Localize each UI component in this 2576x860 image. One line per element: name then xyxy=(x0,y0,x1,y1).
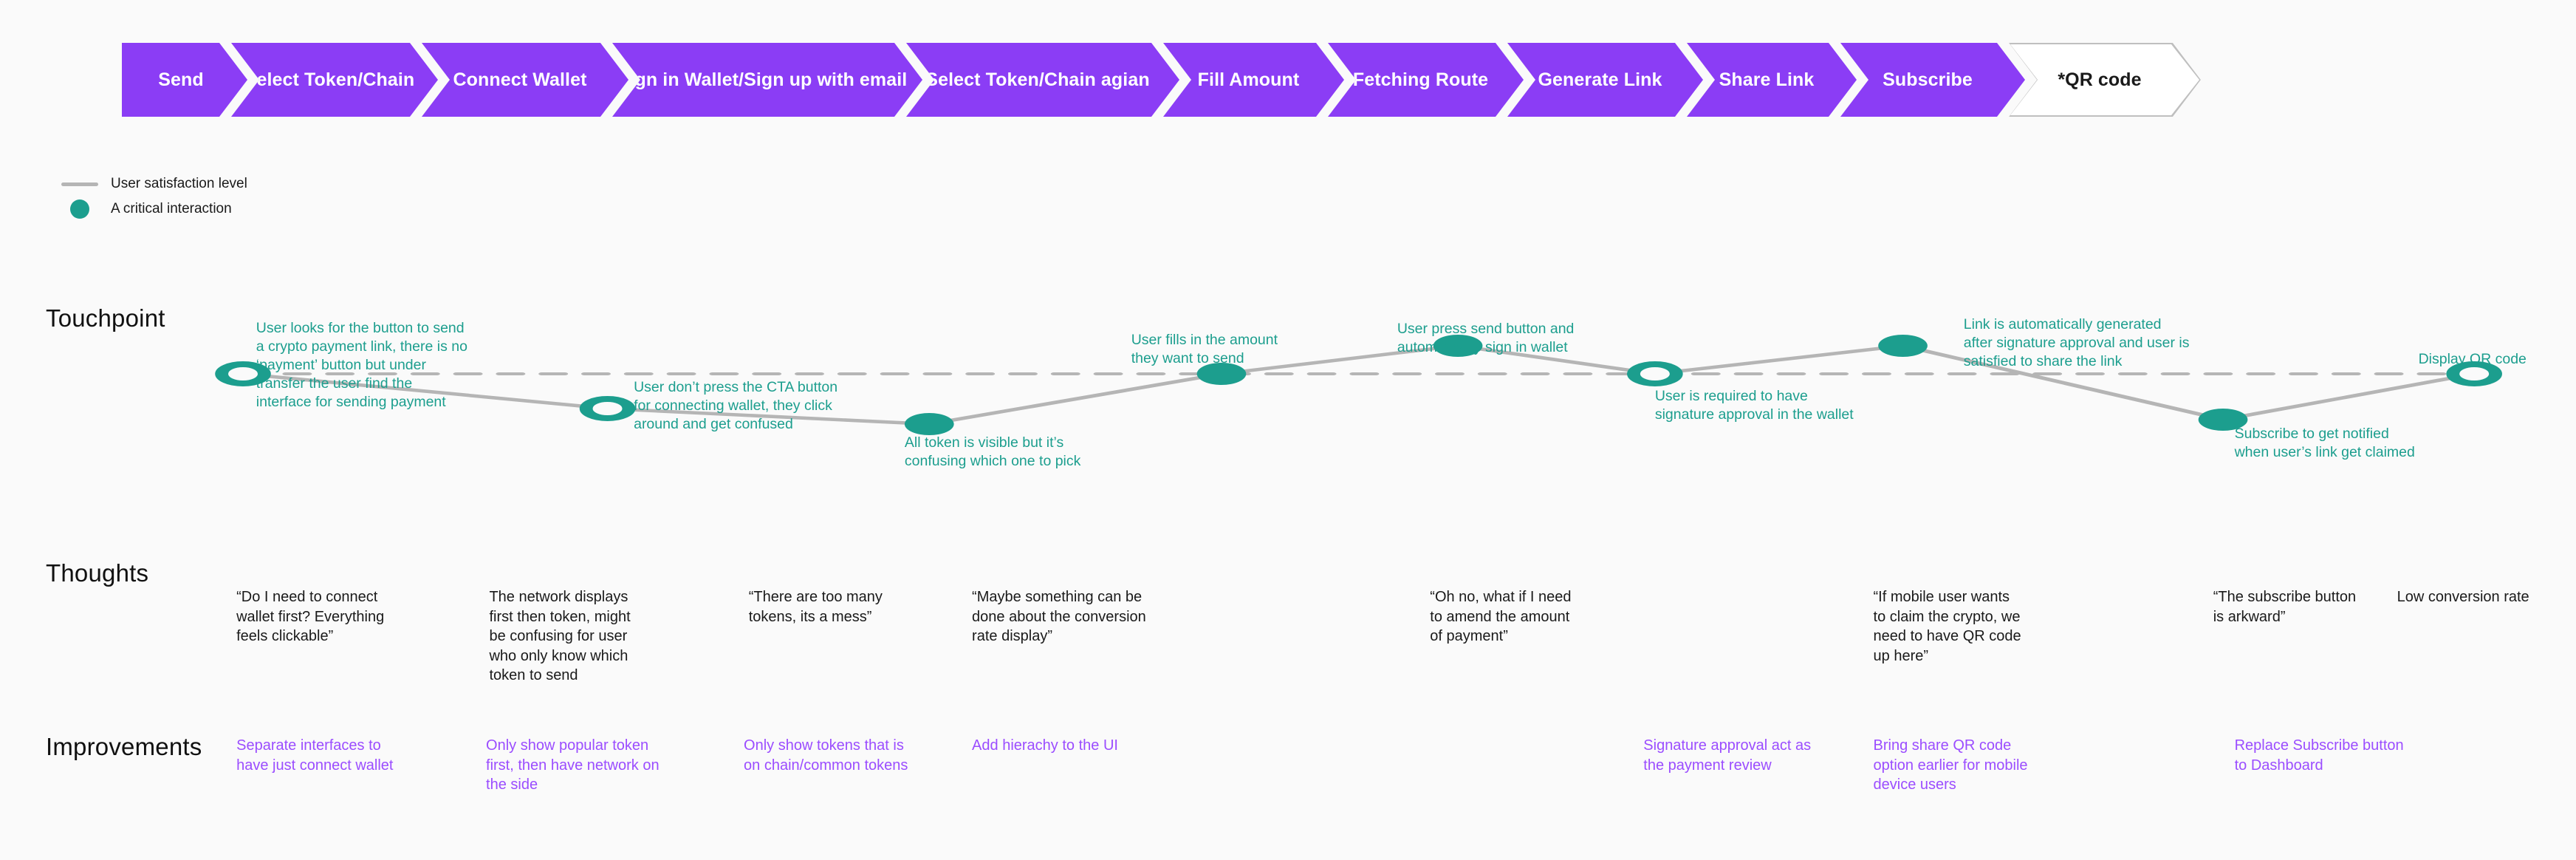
thought-note-5: “Oh no, what if I need to amend the amou… xyxy=(1430,589,1572,645)
stage-label: Connect Wallet xyxy=(453,69,587,90)
stage-chevron-qr-code[interactable]: *QR code xyxy=(2009,43,2201,117)
improvement-note-2: Only show popular token first, then have… xyxy=(486,737,660,794)
stage-label: Select Token/Chain xyxy=(244,69,415,90)
improvement-note-6: Bring share QR code option earlier for m… xyxy=(1873,737,2028,794)
stage-chevron-fetching-route[interactable]: Fetching Route xyxy=(1328,43,1524,117)
row-label-improvements: Improvements xyxy=(46,733,202,760)
stage-label: Send xyxy=(158,69,204,90)
stage-label: Share Link xyxy=(1719,69,1815,90)
satisfaction-node-hollow[interactable] xyxy=(1627,361,1683,386)
legend-item-satisfaction: User satisfaction level xyxy=(59,171,247,197)
legend: User satisfaction level A critical inter… xyxy=(59,171,247,222)
touchpoint-note-7: Link is automatically generated after si… xyxy=(1963,316,2190,369)
stage-chevron-subscribe[interactable]: Subscribe xyxy=(1840,43,2025,117)
stage-chevron-connect-wallet[interactable]: Connect Wallet xyxy=(422,43,628,117)
legend-label-satisfaction: User satisfaction level xyxy=(111,176,247,191)
line-swatch-icon xyxy=(59,182,100,186)
stage-label: Generate Link xyxy=(1538,69,1662,90)
stage-chevron-sign-in-wallet-sign-up-with-email[interactable]: Sign in Wallet/Sign up with email xyxy=(612,43,922,117)
thought-note-7: “The subscribe button is arkward” xyxy=(2213,589,2357,625)
stage-label: Fetching Route xyxy=(1352,69,1489,90)
touchpoint-note-1: User looks for the button to send a cryp… xyxy=(256,320,467,410)
stage-label: *QR code xyxy=(2058,69,2142,90)
stage-chevron-send[interactable]: Send xyxy=(122,43,247,117)
improvement-note-1: Separate interfaces to have just connect… xyxy=(236,737,394,774)
row-label-touchpoint: Touchpoint xyxy=(46,304,165,332)
satisfaction-node-filled[interactable] xyxy=(2198,409,2248,431)
dot-swatch-icon xyxy=(59,199,100,219)
thought-note-4: “Maybe something can be done about the c… xyxy=(972,589,1146,645)
thought-note-1: “Do I need to connect wallet first? Ever… xyxy=(236,589,385,645)
touchpoint-note-3: All token is visible but it’s confusing … xyxy=(904,434,1081,469)
journey-stage-banner: Send Select Token/Chain Connect Wallet Sign… xyxy=(122,43,2185,117)
satisfaction-node-hollow[interactable] xyxy=(2446,361,2502,386)
improvement-note-7: Replace Subscribe button to Dashboard xyxy=(2234,737,2404,774)
touchpoint-note-6: User is required to have signature appro… xyxy=(1654,388,1854,423)
stage-label: Select Token/Chain agian xyxy=(925,69,1150,90)
stage-chevron-fill-amount[interactable]: Fill Amount xyxy=(1163,43,1344,117)
touchpoint-note-2: User don’t press the CTA button for conn… xyxy=(634,379,838,432)
thought-note-2: The network displays first then token, m… xyxy=(489,589,631,684)
improvement-note-4: Add hierachy to the UI xyxy=(972,737,1118,754)
satisfaction-node-filled[interactable] xyxy=(1433,335,1483,357)
thought-note-8: Low conversion rate xyxy=(2397,589,2529,605)
satisfaction-line-chart xyxy=(215,335,2502,435)
satisfaction-node-filled[interactable] xyxy=(904,413,954,435)
satisfaction-markers xyxy=(215,335,2502,435)
stage-label: Sign in Wallet/Sign up with email xyxy=(617,69,908,90)
stage-label: Fill Amount xyxy=(1197,69,1300,90)
legend-label-critical: A critical interaction xyxy=(111,201,232,216)
thought-note-6: “If mobile user wants to claim the crypt… xyxy=(1873,589,2021,664)
improvement-note-3: Only show tokens that is on chain/common… xyxy=(744,737,908,774)
stage-chevron-generate-link[interactable]: Generate Link xyxy=(1507,43,1703,117)
touchpoint-note-5: User press send button and automatically… xyxy=(1397,321,1575,355)
improvement-note-5: Signature approval act as the payment re… xyxy=(1643,737,1812,774)
legend-item-critical: A critical interaction xyxy=(59,197,247,222)
satisfaction-node-hollow[interactable] xyxy=(579,396,636,421)
stage-chevron-share-link[interactable]: Share Link xyxy=(1687,43,1857,117)
stage-chevron-select-token-chain-agian[interactable]: Select Token/Chain agian xyxy=(906,43,1179,117)
row-label-thoughts: Thoughts xyxy=(46,559,149,587)
stage-chevron-select-token-chain[interactable]: Select Token/Chain xyxy=(231,43,438,117)
satisfaction-node-filled[interactable] xyxy=(1196,363,1247,385)
touchpoint-note-4: User fills in the amount they want to se… xyxy=(1131,332,1278,366)
satisfaction-node-hollow[interactable] xyxy=(215,361,271,386)
thought-note-3: “There are too many tokens, its a mess” xyxy=(748,589,883,625)
stage-label: Subscribe xyxy=(1883,69,1973,90)
satisfaction-node-filled[interactable] xyxy=(1878,335,1928,357)
touchpoint-note-8: Subscribe to get notified when user’s li… xyxy=(2234,426,2415,460)
touchpoint-note-9: Display QR code xyxy=(2418,351,2527,367)
